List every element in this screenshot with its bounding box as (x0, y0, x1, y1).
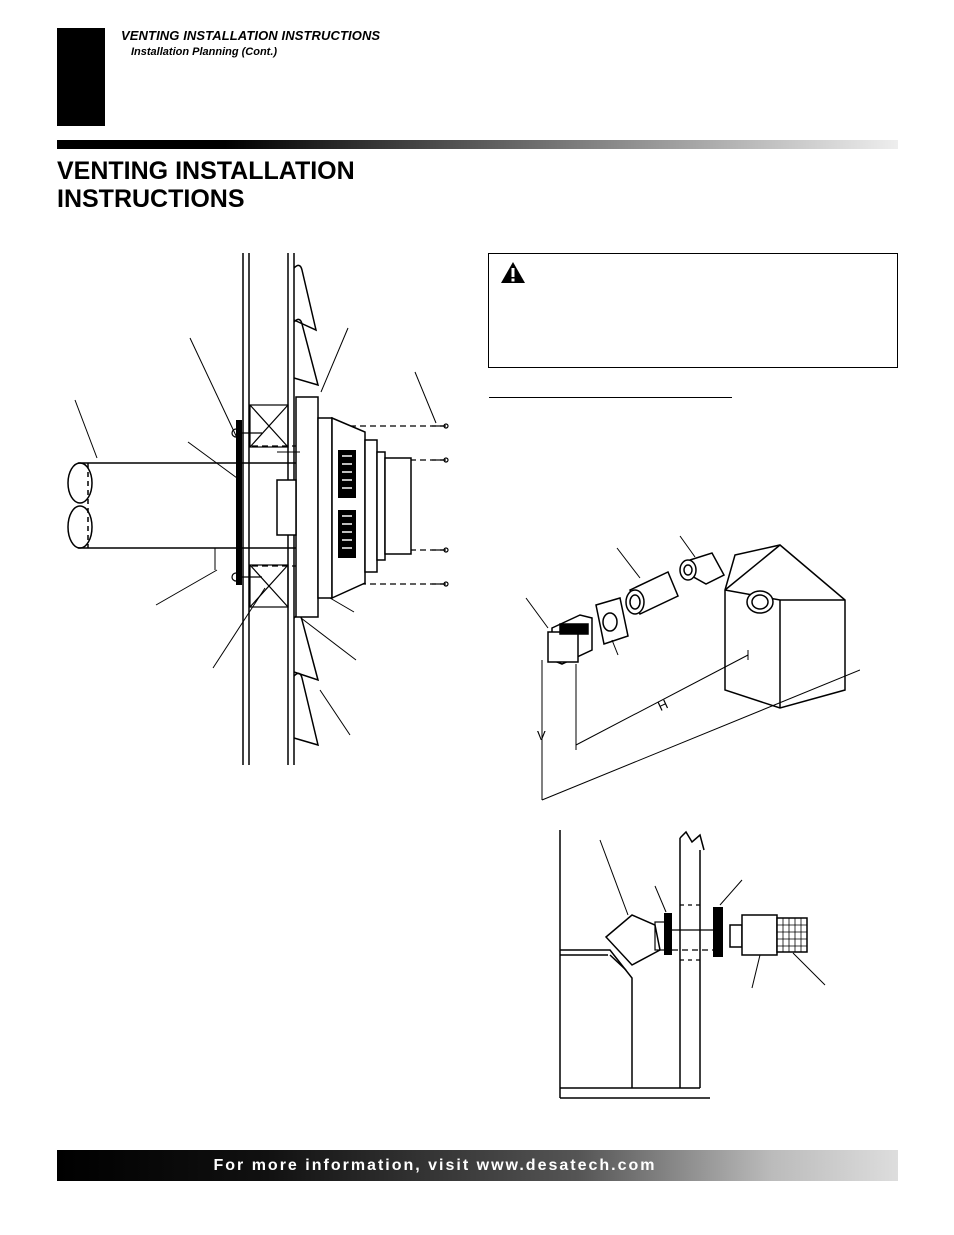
header-gradient-rule (57, 140, 898, 149)
dimension-v-label: V (537, 728, 546, 743)
vent-wall-section-figure (67, 253, 449, 765)
pipe-through-wall (654, 904, 713, 961)
termination-cap (547, 614, 593, 665)
vent-pipe (67, 462, 300, 549)
dimension-lines (525, 535, 860, 801)
room-outline (559, 830, 710, 1099)
section-tab-block (57, 28, 105, 126)
leader-lines (74, 327, 437, 736)
through-wall-side-view-figure (559, 830, 826, 1099)
louver-slots (342, 455, 352, 549)
warning-box (488, 253, 898, 368)
footer-website-text: For more information, visit www.desatech… (213, 1157, 657, 1174)
vent-pipe-section (625, 570, 679, 616)
running-header-subtitle: Installation Planning (Cont.) (131, 46, 278, 58)
vent-kit-assembly-figure: H V (525, 535, 860, 801)
vent-louvers (338, 450, 356, 558)
heater-side (560, 949, 633, 1088)
screws (231, 423, 449, 587)
leader-lines-side (599, 839, 826, 989)
wall-flange (595, 597, 629, 645)
footer-bar (57, 1150, 898, 1181)
page-title-line-1: VENTING INSTALLATION (57, 157, 355, 185)
section-underline (489, 397, 732, 398)
heater-cabinet (724, 544, 846, 709)
elbow-45 (604, 914, 661, 971)
page-title: VENTING INSTALLATION INSTRUCTIONS (57, 157, 355, 213)
wall-plate (236, 420, 242, 585)
page-title-line-2: INSTRUCTIONS (57, 185, 245, 213)
dimension-h-label: H (655, 696, 670, 714)
framing-blocks (249, 404, 289, 608)
termination-cap-side (729, 914, 808, 956)
cap-screen-grid (777, 918, 807, 952)
running-header-title: VENTING INSTALLATION INSTRUCTIONS (121, 28, 381, 43)
elbow-pipe (679, 552, 726, 585)
warning-triangle-icon (501, 262, 525, 283)
wall-plates (664, 907, 723, 957)
